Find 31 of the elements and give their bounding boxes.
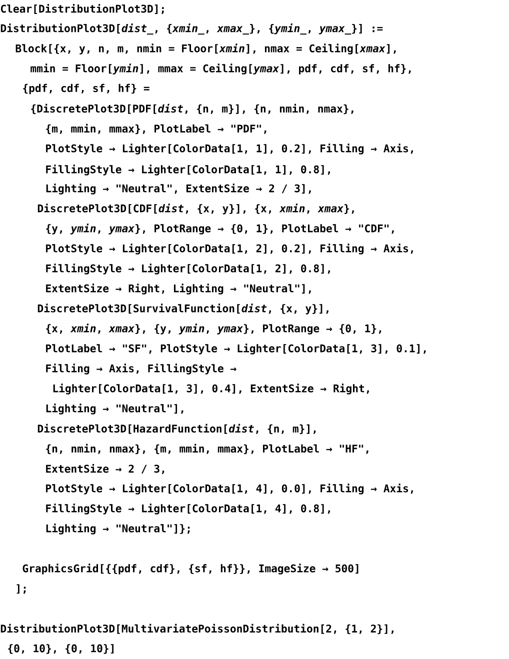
code-line: Lighting → "Neutral"], bbox=[46, 404, 184, 414]
code-line: FillingStyle → Lighter[ColorData[1, 2], 0.8], bbox=[46, 264, 330, 274]
code-line: PlotStyle → Lighter[ColorData[1, 4], 0.0], Filling → Axis, bbox=[46, 484, 413, 494]
code-line: Lighter[ColorData[1, 3], 0.4], ExtentSize → Right, bbox=[53, 384, 369, 394]
code-line: FillingStyle → Lighter[ColorData[1, 1], 0.8], bbox=[46, 164, 330, 176]
code-line: {pdf, cdf, sf, hf} = bbox=[23, 84, 150, 94]
code-line: PlotStyle → Lighter[ColorData[1, 2], 0.2], Filling → Axis, bbox=[46, 244, 413, 254]
code-line: DiscretePlot3D[CDF[dist, {x, y}], {x, xmin, xmax}, bbox=[38, 204, 354, 214]
code-line: {y, ymin, ymax}, PlotRange → {0, 1}, PlotLabel → "CDF", bbox=[46, 224, 394, 234]
code-line: mmin = Floor[ymin], mmax = Ceiling[ymax], pdf, cdf, sf, hf}, bbox=[30, 64, 411, 74]
code-line: {x, xmin, xmax}, {y, ymin, ymax}, PlotRange → {0, 1}, bbox=[46, 324, 382, 334]
code-line: ]; bbox=[16, 584, 26, 594]
code-line: Lighting → "Neutral", ExtentSize → 2 / 3], bbox=[46, 184, 311, 194]
code-line: ExtentSize → Right, Lighting → "Neutral"], bbox=[46, 284, 311, 294]
code-line: PlotLabel → "SF", PlotStyle → Lighter[ColorData[1, 3], 0.1], bbox=[46, 344, 426, 354]
code-line: {n, nmin, nmax}, {m, mmin, mmax}, PlotLabel → "HF", bbox=[46, 444, 368, 454]
code-line: DiscretePlot3D[SurvivalFunction[dist, {x, y}], bbox=[38, 304, 328, 314]
code-line: {DiscretePlot3D[PDF[dist, {n, m}], {n, nmin, nmax}, bbox=[31, 104, 354, 114]
code-line: DistributionPlot3D[dist_, {xmin_, xmax_}, {ymin_, ymax_}] := bbox=[0, 23, 383, 35]
code-line: DiscretePlot3D[HazardFunction[dist, {n, m}], bbox=[38, 424, 316, 434]
code-line: GraphicsGrid[{{pdf, cdf}, {sf, hf}}, ImageSize → 500] bbox=[22, 564, 358, 574]
code-line: Lighting → "Neutral"]}; bbox=[46, 524, 190, 534]
code-line: Filling → Axis, FillingStyle → bbox=[46, 364, 236, 374]
code-line: ExtentSize → 2 / 3, bbox=[46, 464, 164, 474]
code-line: Clear[DistributionPlot3D]; bbox=[0, 4, 164, 14]
code-line: {m, mmin, mmax}, PlotLabel → "PDF", bbox=[46, 124, 266, 134]
code-line: FillingStyle → Lighter[ColorData[1, 4], 0.8], bbox=[46, 504, 330, 514]
code-line: {0, 10}, {0, 10}] bbox=[8, 644, 114, 654]
code-line: PlotStyle → Lighter[ColorData[1, 1], 0.2], Filling → Axis, bbox=[46, 144, 413, 154]
code-line: DistributionPlot3D[MultivariatePoissonDistribution[2, {1, 2}], bbox=[0, 624, 394, 634]
code-line: Block[{x, y, n, m, nmin = Floor[xmin], nmax = Ceiling[xmax], bbox=[16, 44, 396, 54]
